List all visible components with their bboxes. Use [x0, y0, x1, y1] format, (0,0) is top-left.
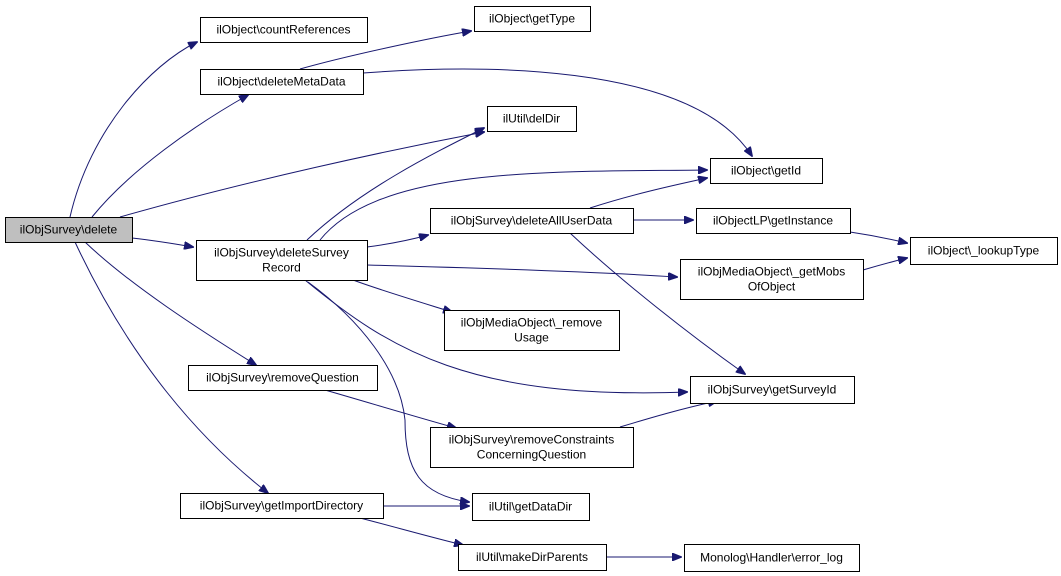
node-box [200, 17, 368, 43]
node-getType[interactable]: ilObject\getType [474, 6, 591, 32]
edge-deleteMetaData-to-getId [362, 68, 752, 156]
node-box [710, 158, 823, 184]
node-box [910, 237, 1058, 265]
node-box [680, 259, 864, 300]
node-label: ilObjSurvey\deleteAllUserData [451, 214, 613, 228]
edges-layer [69, 31, 907, 557]
edge-deleteSurveyRecord-to-removeUsage [352, 279, 452, 312]
node-box [188, 365, 378, 391]
edge-getImportDirectory-to-makeDirParents [359, 517, 463, 545]
node-label: ilUtil\makeDirParents [476, 550, 588, 564]
node-label: Usage [514, 331, 549, 345]
node-label: ilObject\getType [489, 12, 575, 26]
node-label: ilObjectLP\getInstance [713, 214, 833, 228]
node-label: ilObject\countReferences [216, 23, 350, 37]
node-box [180, 493, 384, 519]
node-delete: ilObjSurvey\delete [5, 217, 133, 243]
node-label: OfObject [748, 280, 796, 294]
edge-deleteAllUserData-to-getSurveyId [569, 232, 745, 374]
edge-deleteSurveyRecord-to-deleteAllUserData [366, 235, 428, 248]
node-box [684, 544, 860, 572]
edge-delete-to-deleteSurveyRecord [131, 237, 193, 247]
edge-deleteSurveyRecord-to-getSurveyId [304, 279, 687, 393]
node-label: ilUtil\getDataDir [489, 500, 572, 514]
node-label: ilObject\deleteMetaData [217, 75, 345, 89]
node-getImportDirectory[interactable]: ilObjSurvey\getImportDirectory [180, 493, 384, 519]
node-box [5, 217, 133, 243]
node-errorLog[interactable]: Monolog\Handler\error_log [684, 544, 860, 572]
edge-removeQuestion-to-removeConstraints [324, 389, 456, 428]
node-label: ilObjSurvey\deleteSurvey [214, 246, 349, 260]
node-box [430, 427, 634, 468]
node-deleteAllUserData[interactable]: ilObjSurvey\deleteAllUserData [430, 208, 634, 234]
node-box [430, 208, 634, 234]
edge-getMobsOfObject-to-lookupType [862, 258, 907, 271]
node-label: ilObjSurvey\removeQuestion [206, 371, 359, 385]
edge-delete-to-removeQuestion [84, 241, 256, 365]
node-box [696, 208, 851, 234]
node-label: ilObjMediaObject\_remove [461, 316, 603, 330]
edge-deleteSurveyRecord-to-getId [319, 170, 707, 241]
edge-delete-to-deleteMetaData [91, 95, 248, 218]
node-lookupType[interactable]: ilObject\_lookupType [910, 237, 1058, 265]
node-label: ilObjMediaObject\_getMobs [698, 265, 845, 279]
node-box [474, 6, 591, 32]
edge-deleteSurveyRecord-to-getDataDir [307, 281, 469, 502]
node-getDataDir[interactable]: ilUtil\getDataDir [472, 493, 590, 521]
node-removeConstraints[interactable]: ilObjSurvey\removeConstraintsConcerningQ… [430, 427, 634, 468]
edge-deleteMetaData-to-getType [299, 31, 471, 70]
node-getId[interactable]: ilObject\getId [710, 158, 823, 184]
nodes-layer: ilObjSurvey\delete ilObject\countReferenc… [5, 6, 1058, 572]
node-removeQuestion[interactable]: ilObjSurvey\removeQuestion [188, 365, 378, 391]
node-box [458, 544, 607, 571]
edge-getInstance-to-lookupType [849, 231, 907, 243]
node-label: ilObjSurvey\removeConstraints [449, 433, 614, 447]
node-box [690, 376, 855, 404]
node-box [196, 240, 368, 281]
node-label: ilUtil\delDir [503, 112, 560, 126]
edge-delete-to-delDir [119, 132, 484, 218]
edge-removeConstraints-to-getSurveyId [619, 401, 717, 428]
node-countReferences[interactable]: ilObject\countReferences [200, 17, 368, 43]
node-label: ilObject\getId [731, 164, 801, 178]
node-box [472, 493, 590, 521]
node-box [487, 106, 577, 132]
node-box [444, 310, 620, 351]
edge-deleteSurveyRecord-to-getMobsOfObject [366, 264, 677, 277]
node-label: ConcerningQuestion [477, 448, 586, 462]
node-box [200, 69, 364, 95]
node-label: Monolog\Handler\error_log [700, 551, 843, 565]
node-getInstance[interactable]: ilObjectLP\getInstance [696, 208, 851, 234]
node-label: ilObjSurvey\getImportDirectory [200, 499, 363, 513]
node-label: ilObject\_lookupType [928, 244, 1040, 258]
edge-deleteSurveyRecord-to-delDir [306, 128, 484, 241]
edge-deleteAllUserData-to-getId [589, 178, 707, 209]
node-makeDirParents[interactable]: ilUtil\makeDirParents [458, 544, 607, 571]
node-label: ilObjSurvey\delete [20, 223, 118, 237]
node-delDir[interactable]: ilUtil\delDir [487, 106, 577, 132]
edge-delete-to-countReferences [69, 42, 197, 218]
node-getSurveyId[interactable]: ilObjSurvey\getSurveyId [690, 376, 855, 404]
node-label: ilObjSurvey\getSurveyId [708, 383, 837, 397]
node-deleteMetaData[interactable]: ilObject\deleteMetaData [200, 69, 364, 95]
node-label: Record [262, 261, 301, 275]
edge-delete-to-getImportDirectory [74, 241, 268, 493]
